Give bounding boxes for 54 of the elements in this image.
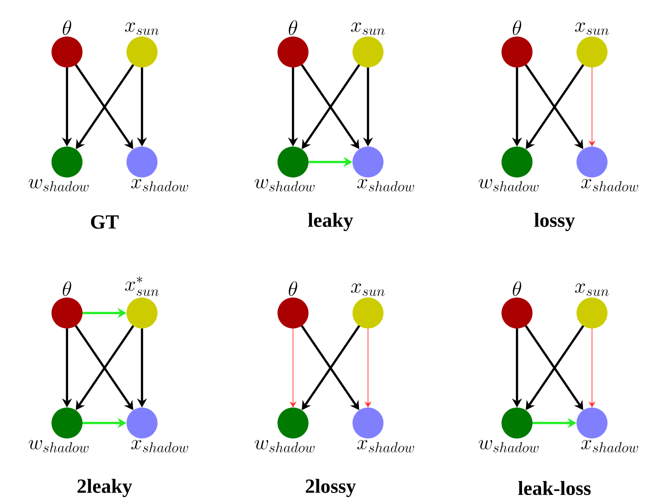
theta-node: $\theta$	[502, 281, 532, 328]
sun-node: $x_{sun}$	[575, 22, 609, 68]
theta-node: $\theta$	[278, 20, 308, 68]
w-shadow-node: $w_{shadow}$	[254, 146, 315, 192]
theta-node: $\theta$	[52, 281, 82, 328]
theta-node: $\theta$	[52, 20, 82, 68]
x-shadow-node: $x_{shadow}$	[576, 146, 638, 192]
node-label: $x_{shadow}$	[131, 178, 188, 192]
w-shadow-node: $w_{shadow}$	[478, 408, 539, 452]
node-label: $\theta$	[512, 281, 522, 296]
node-label: $x_{sun}$	[125, 22, 159, 35]
panel-title: GT	[91, 215, 119, 229]
sun-node: $x_{sun}$	[125, 22, 159, 68]
sun-node: $x_{sun}$	[351, 284, 385, 328]
x-shadow-node: $x_{shadow}$	[126, 408, 188, 452]
panel-title: leaky	[308, 212, 354, 232]
node-label: $x_{sun}$	[351, 22, 385, 35]
node-label: $\theta$	[288, 20, 298, 35]
node-label: $x_{shadow}$	[357, 440, 414, 452]
node-label: $x^*_{sun}$	[125, 276, 159, 296]
node-label: $w_{shadow}$	[254, 440, 315, 452]
w-shadow-node: $w_{shadow}$	[478, 146, 539, 192]
x-shadow-node: $x_{shadow}$	[352, 146, 414, 192]
sun-node: $x_{sun}$	[351, 22, 385, 68]
node-label: $\theta$	[62, 281, 72, 296]
node-label: $w_{shadow}$	[28, 440, 89, 452]
panel-title: lossy	[534, 212, 575, 232]
sun-node: $x^*_{sun}$	[125, 276, 159, 328]
node-label: $\theta$	[288, 281, 298, 296]
node-label: $x_{sun}$	[575, 284, 609, 296]
panel-title: leak-loss	[518, 480, 591, 496]
node-label: $x_{shadow}$	[131, 440, 188, 452]
x-shadow-node: $x_{shadow}$	[576, 408, 638, 452]
sun-node: $x_{sun}$	[575, 284, 609, 328]
theta-node: $\theta$	[502, 20, 532, 68]
node-label: $x_{sun}$	[351, 284, 385, 296]
w-shadow-node: $w_{shadow}$	[28, 408, 89, 452]
node-label: $\theta$	[62, 20, 72, 35]
node-label: $x_{shadow}$	[581, 440, 638, 452]
node-label: $w_{shadow}$	[478, 178, 539, 192]
w-shadow-node: $w_{shadow}$	[254, 408, 315, 452]
node-label: $x_{shadow}$	[357, 178, 414, 192]
node-label: $w_{shadow}$	[478, 440, 539, 452]
theta-node: $\theta$	[278, 281, 308, 328]
node-label: $x_{shadow}$	[581, 178, 638, 192]
node-label: $w_{shadow}$	[254, 178, 315, 192]
node-label: $x_{sun}$	[575, 22, 609, 35]
panel-title: 2lossy	[306, 478, 356, 498]
panel-title: 2leaky	[78, 478, 132, 498]
w-shadow-node: $w_{shadow}$	[28, 146, 89, 192]
x-shadow-node: $x_{shadow}$	[126, 146, 188, 192]
node-label: $\theta$	[512, 20, 522, 35]
node-label: $w_{shadow}$	[28, 178, 89, 192]
x-shadow-node: $x_{shadow}$	[352, 408, 414, 452]
